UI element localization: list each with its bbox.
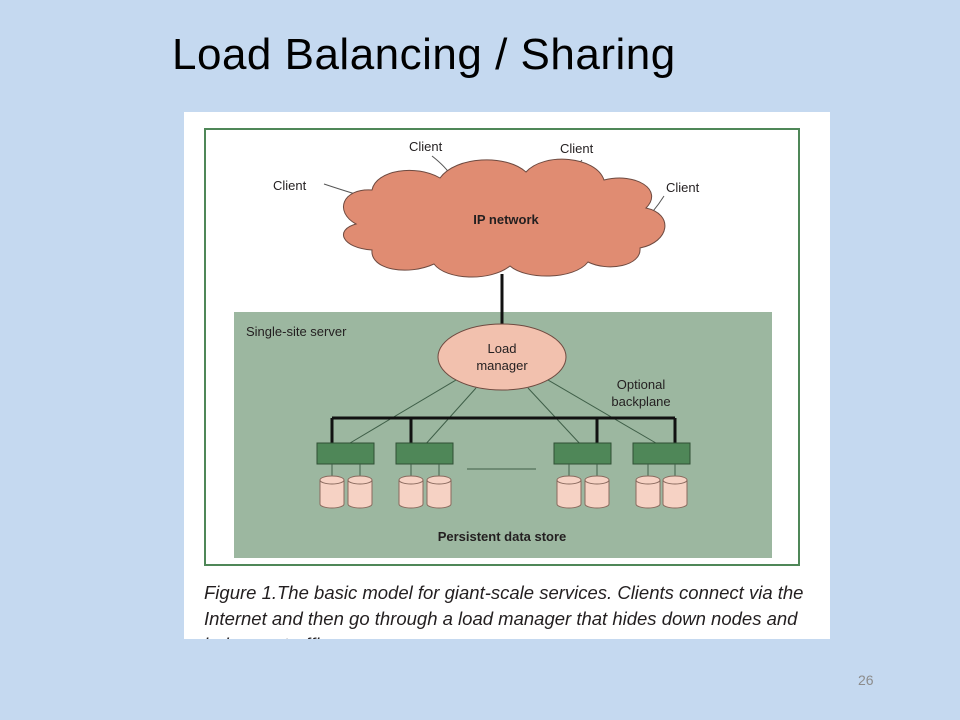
- disk-7: [635, 475, 661, 509]
- backplane-label-2: backplane: [611, 394, 670, 409]
- disk-3: [398, 475, 424, 509]
- server-node-2: [395, 442, 454, 465]
- client-label-2: Client: [409, 139, 443, 154]
- disk-connectors: [331, 464, 676, 476]
- figure-border: [204, 128, 800, 566]
- server-node-3: [553, 442, 612, 465]
- data-store-label: Persistent data store: [438, 529, 567, 544]
- server-node-4: [632, 442, 691, 465]
- disk-8: [662, 475, 688, 509]
- lm-node-line-4: [547, 379, 662, 447]
- lm-node-line-1: [344, 379, 457, 447]
- figure-panel: Single-site server Client Client Client …: [184, 112, 830, 639]
- load-manager-label-2: manager: [476, 358, 528, 373]
- ip-network-label: IP network: [473, 212, 539, 227]
- client-label-1: Client: [273, 178, 307, 193]
- disk-6: [584, 475, 610, 509]
- slide-title: Load Balancing / Sharing: [172, 30, 676, 79]
- server-node-1: [316, 442, 375, 465]
- architecture-diagram: Single-site server Client Client Client …: [204, 128, 800, 566]
- server-label: Single-site server: [246, 324, 347, 339]
- client-label-4: Client: [666, 180, 700, 195]
- disk-1: [319, 475, 345, 509]
- client-label-3: Client: [560, 141, 594, 156]
- figure-caption: Figure 1.The basic model for giant-scale…: [204, 582, 804, 639]
- load-manager-label-1: Load: [488, 341, 517, 356]
- disk-2: [347, 475, 373, 509]
- load-manager: [437, 323, 567, 391]
- disk-5: [556, 475, 582, 509]
- ip-network-cloud: [343, 158, 666, 278]
- backplane-label-1: Optional: [617, 377, 666, 392]
- slide-number: 26: [858, 672, 874, 688]
- disk-4: [426, 475, 452, 509]
